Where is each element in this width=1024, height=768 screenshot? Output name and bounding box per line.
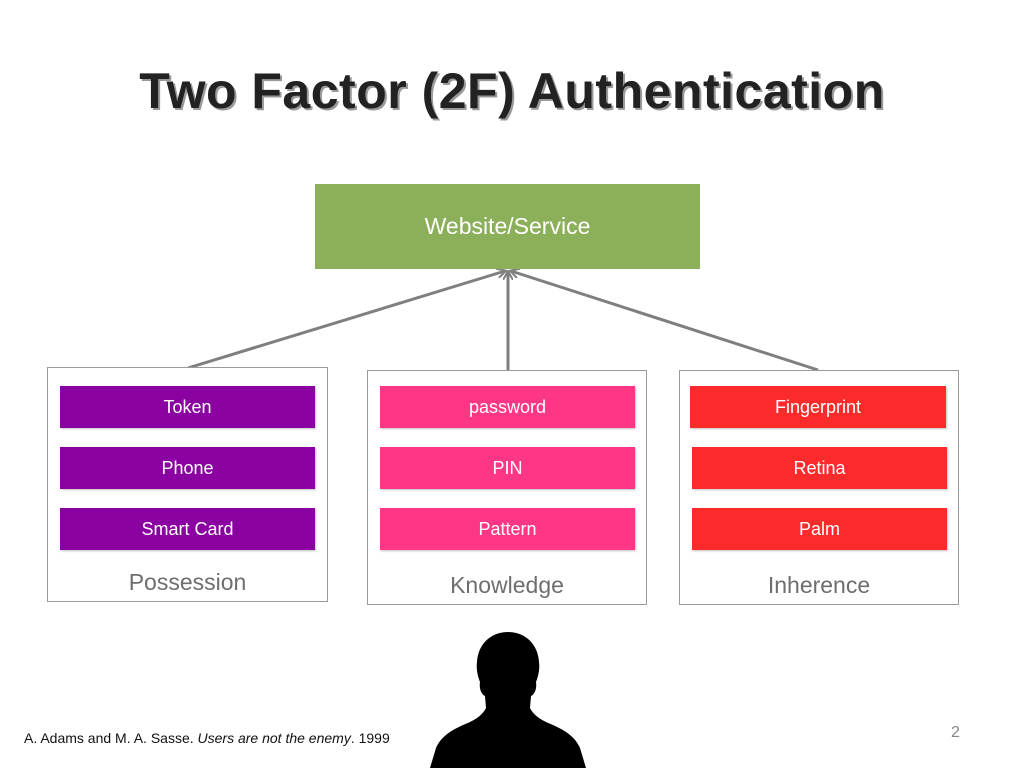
item-token: Token xyxy=(60,386,315,428)
group-label-knowledge: Knowledge xyxy=(450,572,564,598)
page-number: 2 xyxy=(951,724,960,741)
item-retina: Retina xyxy=(692,447,947,489)
citation-authors: A. Adams and M. A. Sasse. xyxy=(24,730,194,746)
item-fingerprint: Fingerprint xyxy=(690,386,946,428)
item-password: password xyxy=(380,386,635,428)
citation-work: Users are not the enemy xyxy=(197,730,351,746)
group-label-possession: Possession xyxy=(128,569,247,595)
arrow-possession xyxy=(187,271,505,370)
item-phone: Phone xyxy=(60,447,315,489)
person-silhouette-icon xyxy=(430,632,586,768)
group-inherence: Fingerprint Retina Palm Inherence xyxy=(679,370,959,605)
slide-title: Two Factor (2F) Authentication xyxy=(139,63,885,119)
item-smart-card: Smart Card xyxy=(60,508,315,550)
item-palm: Palm xyxy=(692,508,947,550)
arrow-inherence xyxy=(511,271,819,372)
item-pin: PIN xyxy=(380,447,635,489)
service-label: Website/Service xyxy=(424,213,591,239)
citation-year: . 1999 xyxy=(350,730,390,746)
group-label-inherence: Inherence xyxy=(767,572,871,598)
group-knowledge: password PIN Pattern Knowledge xyxy=(367,370,647,605)
citation: A. Adams and M. A. Sasse. Users are not … xyxy=(24,730,390,746)
group-possession: Token Phone Smart Card Possession xyxy=(47,367,328,602)
item-pattern: Pattern xyxy=(380,508,635,550)
website-service-box: Website/Service xyxy=(315,184,700,269)
